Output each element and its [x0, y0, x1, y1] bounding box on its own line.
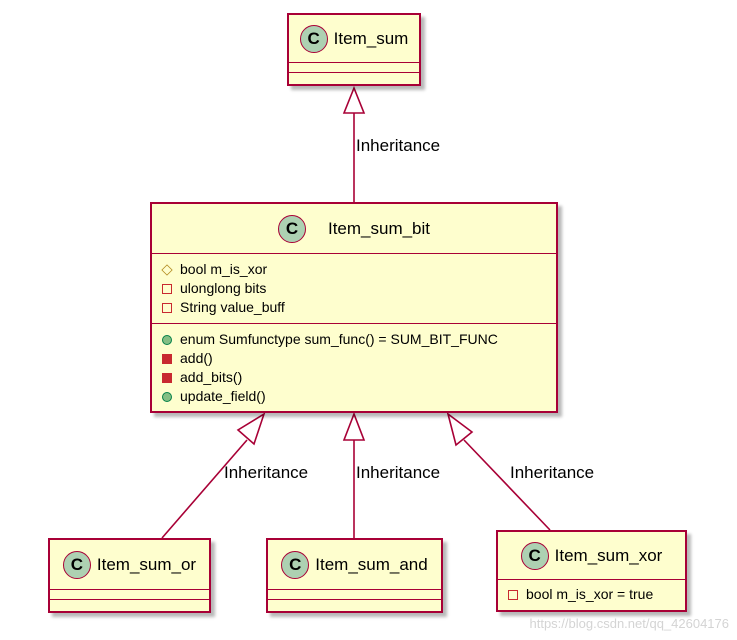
class-c-icon: C: [281, 550, 310, 579]
class-header: C Item_sum: [289, 15, 419, 63]
edge-label-and-to-bit: Inheritance: [356, 463, 441, 482]
class-name: Item_sum_bit: [327, 218, 431, 238]
method-item: update_field(): [162, 387, 556, 406]
class-header: C Item_sum_and: [268, 540, 441, 590]
private-visibility-icon: [162, 353, 172, 364]
methods-section: [50, 600, 209, 611]
field-item: String value_buff: [162, 298, 556, 317]
arrowhead-bit-from-xor: [446, 411, 474, 447]
fields-section: bool m_is_xor ulonglong bits String valu…: [152, 254, 556, 324]
edge-label-or-to-bit: Inheritance: [224, 463, 309, 482]
fields-section: [289, 63, 419, 73]
field-text: String value_buff: [180, 299, 285, 315]
class-name: Item_sum_and: [315, 554, 428, 574]
class-c-icon: C: [62, 550, 91, 579]
class-item-sum-or[interactable]: C Item_sum_or: [48, 538, 211, 613]
arrowhead-bit-from-and: [342, 411, 366, 441]
method-item: enum Sumfunctype sum_func() = SUM_BIT_FU…: [162, 330, 556, 349]
private-visibility-icon: [162, 372, 172, 383]
methods-section: [289, 73, 419, 84]
field-item: bool m_is_xor: [161, 260, 556, 279]
class-item-sum-xor[interactable]: C Item_sum_xor bool m_is_xor = true: [496, 530, 687, 612]
methods-section: [268, 600, 441, 611]
field-text: ulonglong bits: [180, 280, 267, 296]
arrowhead-bit-from-or: [236, 412, 266, 446]
class-c-icon: C: [520, 541, 549, 570]
class-c-icon: C: [299, 24, 328, 53]
method-item: add(): [162, 349, 556, 368]
edge-label-xor-to-bit: Inheritance: [510, 463, 595, 482]
field-item: bool m_is_xor = true: [508, 585, 685, 604]
arrowhead-item-sum: [342, 85, 366, 114]
class-name: Item_sum_or: [96, 554, 197, 574]
private-visibility-icon: [508, 589, 518, 600]
field-item: ulonglong bits: [162, 279, 556, 298]
class-name: Item_sum_xor: [554, 545, 663, 565]
class-header: C Item_sum_or: [50, 540, 209, 590]
class-item-sum-bit[interactable]: C Item_sum_bit bool m_is_xor ulonglong b…: [150, 202, 558, 413]
public-visibility-icon: [162, 334, 172, 345]
methods-section: enum Sumfunctype sum_func() = SUM_BIT_FU…: [152, 324, 556, 410]
class-name: Item_sum: [333, 28, 409, 48]
private-visibility-icon: [162, 302, 172, 313]
class-header: C Item_sum_xor: [498, 532, 685, 580]
public-visibility-icon: [162, 391, 172, 402]
class-c-icon: C: [277, 214, 306, 243]
method-text: enum Sumfunctype sum_func() = SUM_BIT_FU…: [180, 331, 498, 347]
method-text: add(): [180, 350, 213, 366]
fields-section: [50, 590, 209, 600]
class-item-sum-and[interactable]: C Item_sum_and: [266, 538, 443, 613]
method-text: update_field(): [180, 388, 266, 404]
watermark-text: https://blog.csdn.net/qq_42604176: [529, 616, 730, 631]
edge-or-to-bit: [161, 439, 248, 539]
field-text: bool m_is_xor = true: [526, 586, 654, 602]
field-text: bool m_is_xor: [180, 261, 268, 277]
method-item: add_bits(): [162, 368, 556, 387]
class-header: C Item_sum_bit: [152, 204, 556, 254]
fields-section: [268, 590, 441, 600]
private-visibility-icon: [162, 283, 172, 294]
method-text: add_bits(): [180, 369, 243, 385]
protected-visibility-icon: [161, 263, 173, 276]
edge-label-bit-to-sum: Inheritance: [356, 136, 441, 155]
fields-section: bool m_is_xor = true: [498, 580, 685, 608]
edge-xor-to-bit: [463, 439, 551, 531]
class-item-sum[interactable]: C Item_sum: [287, 13, 421, 86]
